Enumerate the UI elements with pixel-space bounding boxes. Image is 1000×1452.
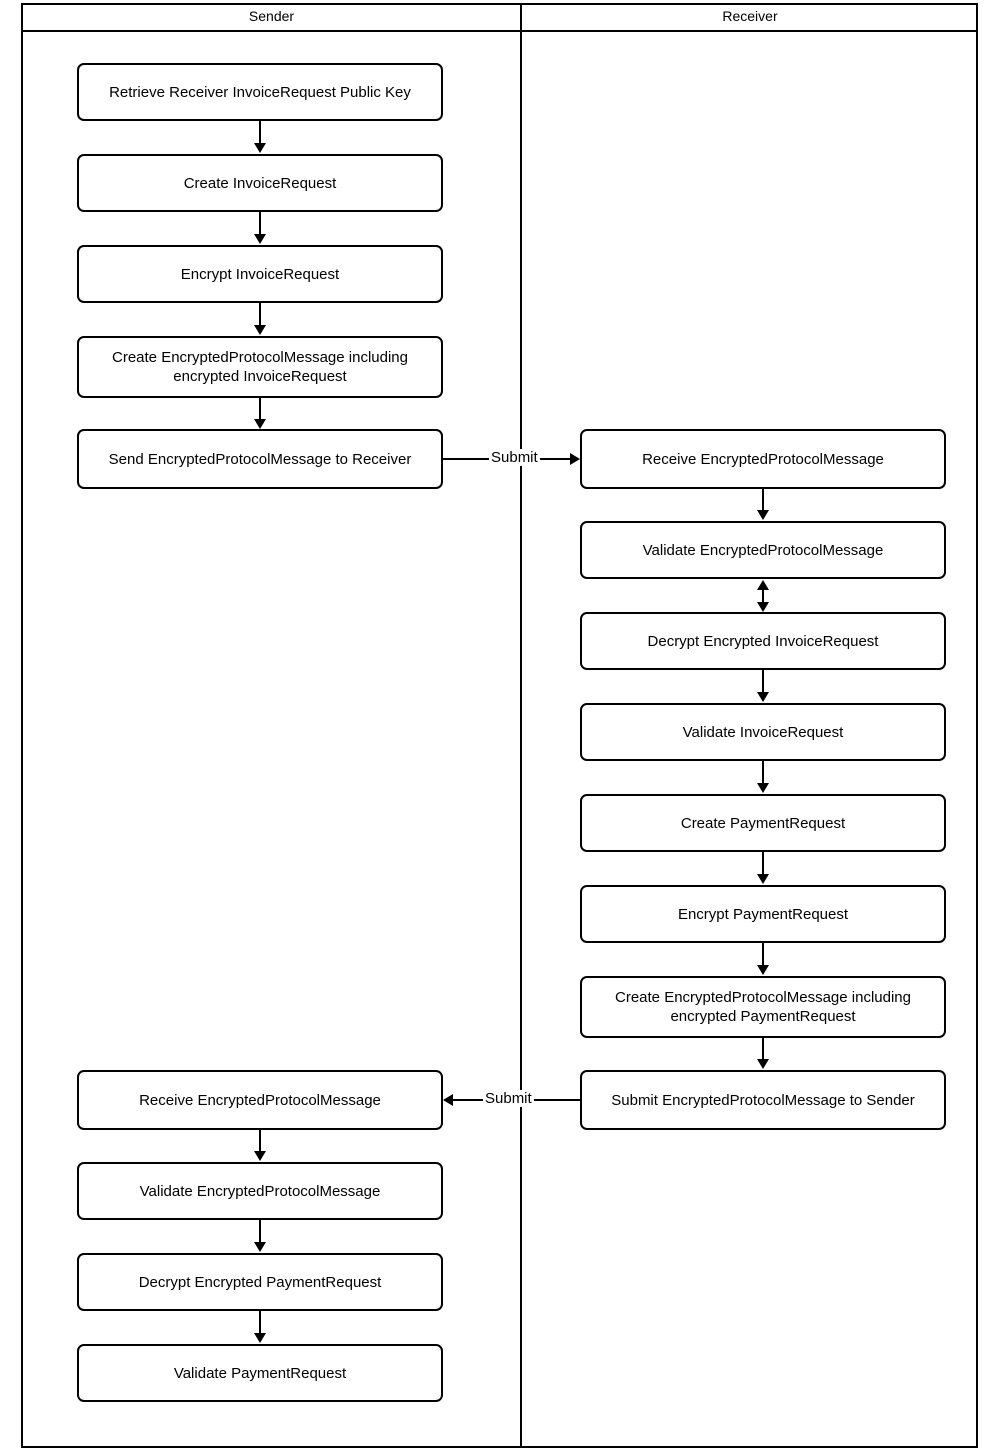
arrowhead-r7-r8 [757,1059,769,1069]
edge-label-submit-to-receiver: Submit [489,449,540,466]
connector-s1-s2 [259,121,261,143]
lane-title-sender: Sender [248,8,295,24]
connector-s3-s4 [259,303,261,325]
node-validate-encryptedprotocolmessage-sender[interactable]: Validate EncryptedProtocolMessage [77,1162,443,1220]
connector-r3-r4 [762,670,764,692]
node-retrieve-receiver-invoicerequest-public-key[interactable]: Retrieve Receiver InvoiceRequest Public … [77,63,443,121]
connector-r4-r5 [762,761,764,783]
arrowhead-r2-r3-down [757,602,769,612]
node-encrypt-invoicerequest[interactable]: Encrypt InvoiceRequest [77,245,443,303]
node-encrypt-paymentrequest[interactable]: Encrypt PaymentRequest [580,885,946,943]
node-validate-paymentrequest[interactable]: Validate PaymentRequest [77,1344,443,1402]
node-create-encryptedprotocolmessage-paymentrequest[interactable]: Create EncryptedProtocolMessage includin… [580,976,946,1038]
node-create-encryptedprotocolmessage-invoicerequest[interactable]: Create EncryptedProtocolMessage includin… [77,336,443,398]
connector-r7-r8 [762,1038,764,1059]
arrowhead-s5-r1 [570,453,580,465]
arrowhead-r1-r2 [757,510,769,520]
arrowhead-s2-s3 [254,234,266,244]
arrowhead-r6-r7 [757,965,769,975]
node-decrypt-encrypted-invoicerequest[interactable]: Decrypt Encrypted InvoiceRequest [580,612,946,670]
connector-r6-r7 [762,943,764,965]
arrowhead-r3-r4 [757,692,769,702]
connector-r2-r3-bidirectional [762,583,764,609]
arrowhead-r5-r6 [757,874,769,884]
arrowhead-r4-r5 [757,783,769,793]
node-decrypt-encrypted-paymentrequest[interactable]: Decrypt Encrypted PaymentRequest [77,1253,443,1311]
arrowhead-s6-s7 [254,1151,266,1161]
arrowhead-s7-s8 [254,1242,266,1252]
node-receive-encryptedprotocolmessage-sender[interactable]: Receive EncryptedProtocolMessage [77,1070,443,1130]
arrowhead-s1-s2 [254,143,266,153]
node-create-invoicerequest[interactable]: Create InvoiceRequest [77,154,443,212]
connector-r5-r6 [762,852,764,874]
arrowhead-s8-s9 [254,1333,266,1343]
node-create-paymentrequest[interactable]: Create PaymentRequest [580,794,946,852]
arrowhead-r3-r2-up [757,580,769,590]
node-submit-encryptedprotocolmessage-to-sender[interactable]: Submit EncryptedProtocolMessage to Sende… [580,1070,946,1130]
arrowhead-s4-s5 [254,419,266,429]
lane-divider [520,3,522,1448]
arrowhead-r8-s6 [443,1094,453,1106]
node-validate-encryptedprotocolmessage-receiver[interactable]: Validate EncryptedProtocolMessage [580,521,946,579]
connector-s4-s5 [259,398,261,419]
lane-header-rule [21,30,978,32]
connector-s7-s8 [259,1220,261,1242]
connector-s8-s9 [259,1311,261,1333]
connector-s6-s7 [259,1130,261,1151]
node-validate-invoicerequest[interactable]: Validate InvoiceRequest [580,703,946,761]
node-receive-encryptedprotocolmessage-receiver[interactable]: Receive EncryptedProtocolMessage [580,429,946,489]
node-send-encryptedprotocolmessage-to-receiver[interactable]: Send EncryptedProtocolMessage to Receive… [77,429,443,489]
lane-title-receiver: Receiver [722,8,778,24]
arrowhead-s3-s4 [254,325,266,335]
connector-r1-r2 [762,489,764,510]
edge-label-submit-to-sender: Submit [483,1090,534,1107]
connector-s2-s3 [259,212,261,234]
